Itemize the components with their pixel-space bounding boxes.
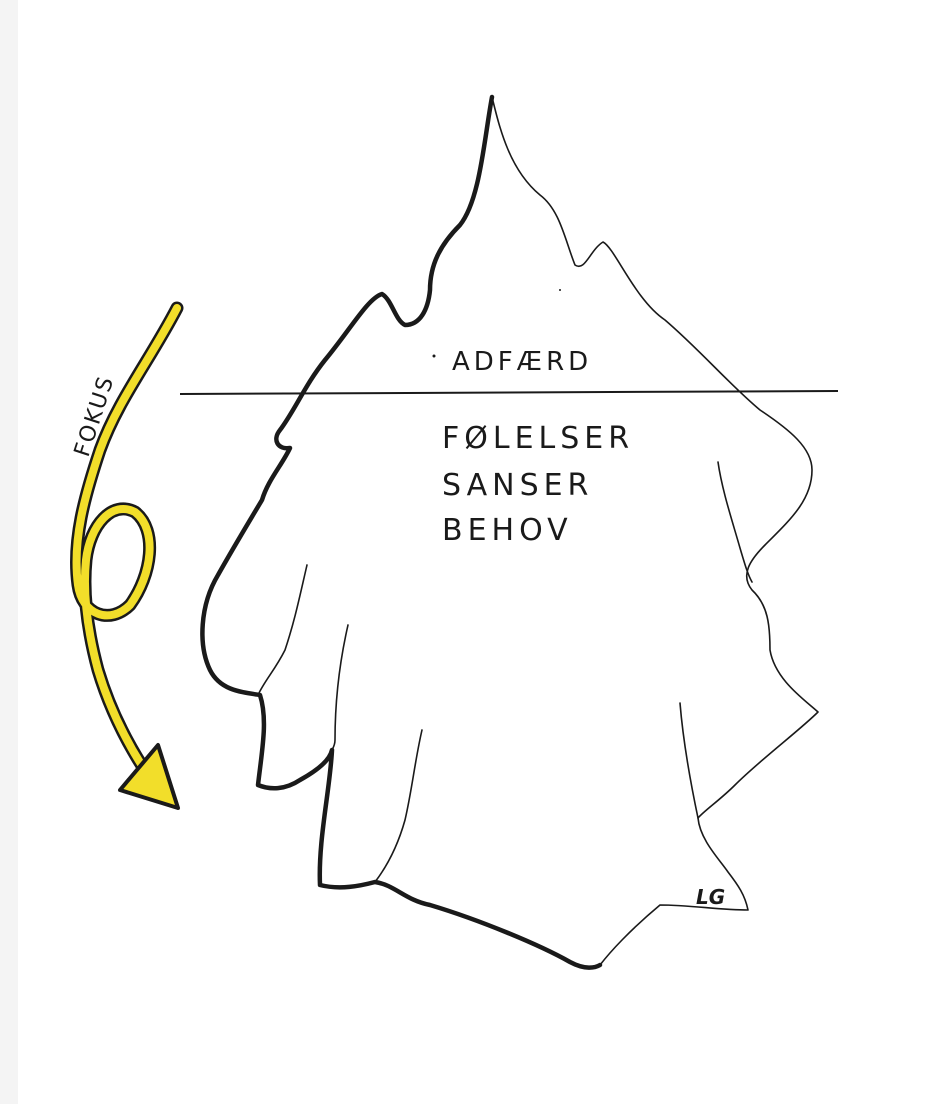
artist-signature: LG <box>696 885 725 909</box>
iceberg-inner-line-4 <box>375 730 422 882</box>
iceberg-inner-line-2 <box>258 565 307 695</box>
ink-dot <box>433 355 436 358</box>
iceberg-inner-line-5 <box>680 703 698 818</box>
iceberg-inner-line-1 <box>718 462 752 582</box>
iceberg-inner-line-3 <box>332 625 348 750</box>
below-water-label-senses: SANSER <box>442 468 593 503</box>
ink-dot <box>559 289 561 291</box>
focus-arrow-body <box>77 308 177 775</box>
below-water-label-feelings: FØLELSER <box>442 421 634 456</box>
above-water-label: ADFÆRD <box>452 347 592 377</box>
below-water-label-needs: BEHOV <box>442 513 573 548</box>
